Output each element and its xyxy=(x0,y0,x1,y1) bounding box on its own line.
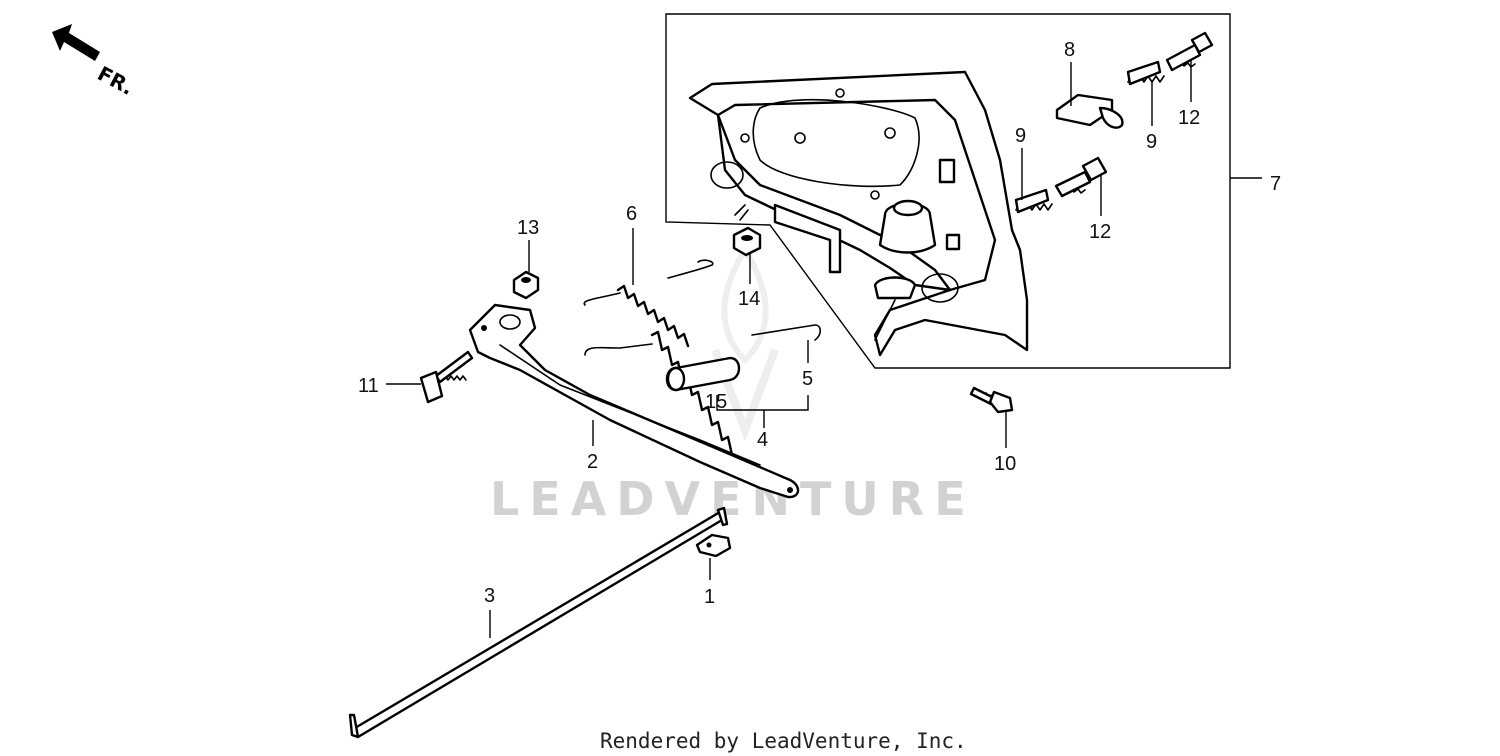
assembly-box-outline xyxy=(665,13,1231,369)
callout-10: 10 xyxy=(994,453,1016,475)
callout-6: 6 xyxy=(626,203,637,225)
part-11-bolt xyxy=(419,350,474,404)
callout-5: 5 xyxy=(802,368,813,390)
part-3-rod xyxy=(348,506,729,739)
part-7-plate xyxy=(688,70,1029,357)
watermark-text: LEADVENTURE xyxy=(490,472,976,526)
part-6-spring xyxy=(583,259,714,348)
part-2-arm xyxy=(468,303,800,499)
callout-15: 15 xyxy=(705,391,727,413)
callout-12-lower: 12 xyxy=(1089,221,1111,243)
part-14-nut xyxy=(732,204,762,257)
callout-2: 2 xyxy=(587,451,598,473)
leader-lines xyxy=(386,60,1262,638)
callout-13: 13 xyxy=(517,217,539,239)
footer-credit: Rendered by LeadVenture, Inc. xyxy=(600,729,967,753)
part-9-spring-upper xyxy=(1126,60,1165,86)
callout-14: 14 xyxy=(738,288,760,310)
callout-8: 8 xyxy=(1064,39,1075,61)
callout-9-lower: 9 xyxy=(1015,125,1026,147)
part-9-spring-lower xyxy=(1014,188,1053,214)
callout-1: 1 xyxy=(704,586,715,608)
part-10-bolt xyxy=(969,386,1014,414)
part-13-nut xyxy=(512,270,540,300)
callout-4: 4 xyxy=(757,429,768,451)
direction-label: FR. xyxy=(94,61,138,100)
callout-9-upper: 9 xyxy=(1146,131,1157,153)
callout-11: 11 xyxy=(358,375,379,397)
part-15-tube xyxy=(665,356,741,392)
part-12-screw-lower xyxy=(1054,156,1108,198)
callout-7: 7 xyxy=(1270,173,1281,195)
front-arrow-icon xyxy=(52,24,100,61)
part-5-spring xyxy=(584,324,822,457)
part-1-clip xyxy=(695,533,732,558)
callout-3: 3 xyxy=(484,585,495,607)
part-12-screw-upper xyxy=(1165,31,1214,72)
part-8-bracket xyxy=(1055,93,1124,129)
callout-12-upper: 12 xyxy=(1178,107,1200,129)
